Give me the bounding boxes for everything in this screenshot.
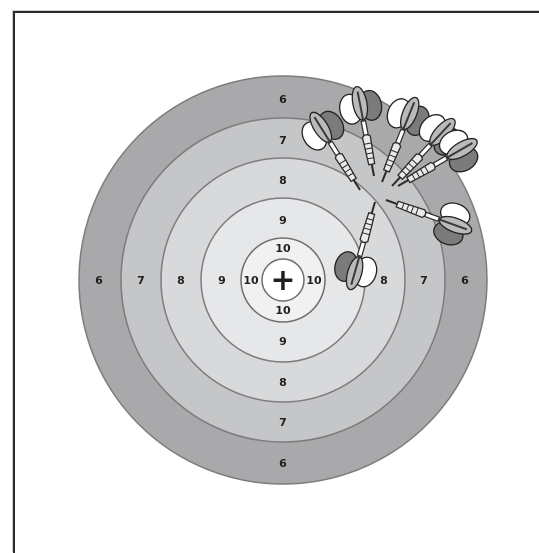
label-9-bottom: 9 <box>279 335 287 348</box>
label-8-bottom: 8 <box>279 376 287 389</box>
label-7-bottom: 7 <box>279 416 287 429</box>
label-6-bottom: 6 <box>279 457 287 470</box>
label-7-top: 7 <box>279 134 287 147</box>
page-frame: + 6 7 8 9 10 10 9 8 7 6 6 7 8 9 10 10 8 … <box>0 0 539 536</box>
label-9-top: 9 <box>279 214 287 227</box>
label-10-top: 10 <box>275 242 291 255</box>
label-7-left: 7 <box>137 274 145 287</box>
label-8-top: 8 <box>279 174 287 187</box>
dartboard-illustration: + 6 7 8 9 10 10 9 8 7 6 6 7 8 9 10 10 8 … <box>0 0 539 536</box>
label-6-right: 6 <box>461 274 469 287</box>
center-plus-mark: + <box>270 263 295 298</box>
label-6-top: 6 <box>279 93 287 106</box>
label-10-bottom: 10 <box>275 304 291 317</box>
label-6-left: 6 <box>95 274 103 287</box>
label-9-left: 9 <box>218 274 226 287</box>
label-10-left: 10 <box>243 274 259 287</box>
label-10-right: 10 <box>306 274 322 287</box>
label-8-left: 8 <box>177 274 185 287</box>
label-8-right: 8 <box>380 274 388 287</box>
label-7-right: 7 <box>420 274 428 287</box>
